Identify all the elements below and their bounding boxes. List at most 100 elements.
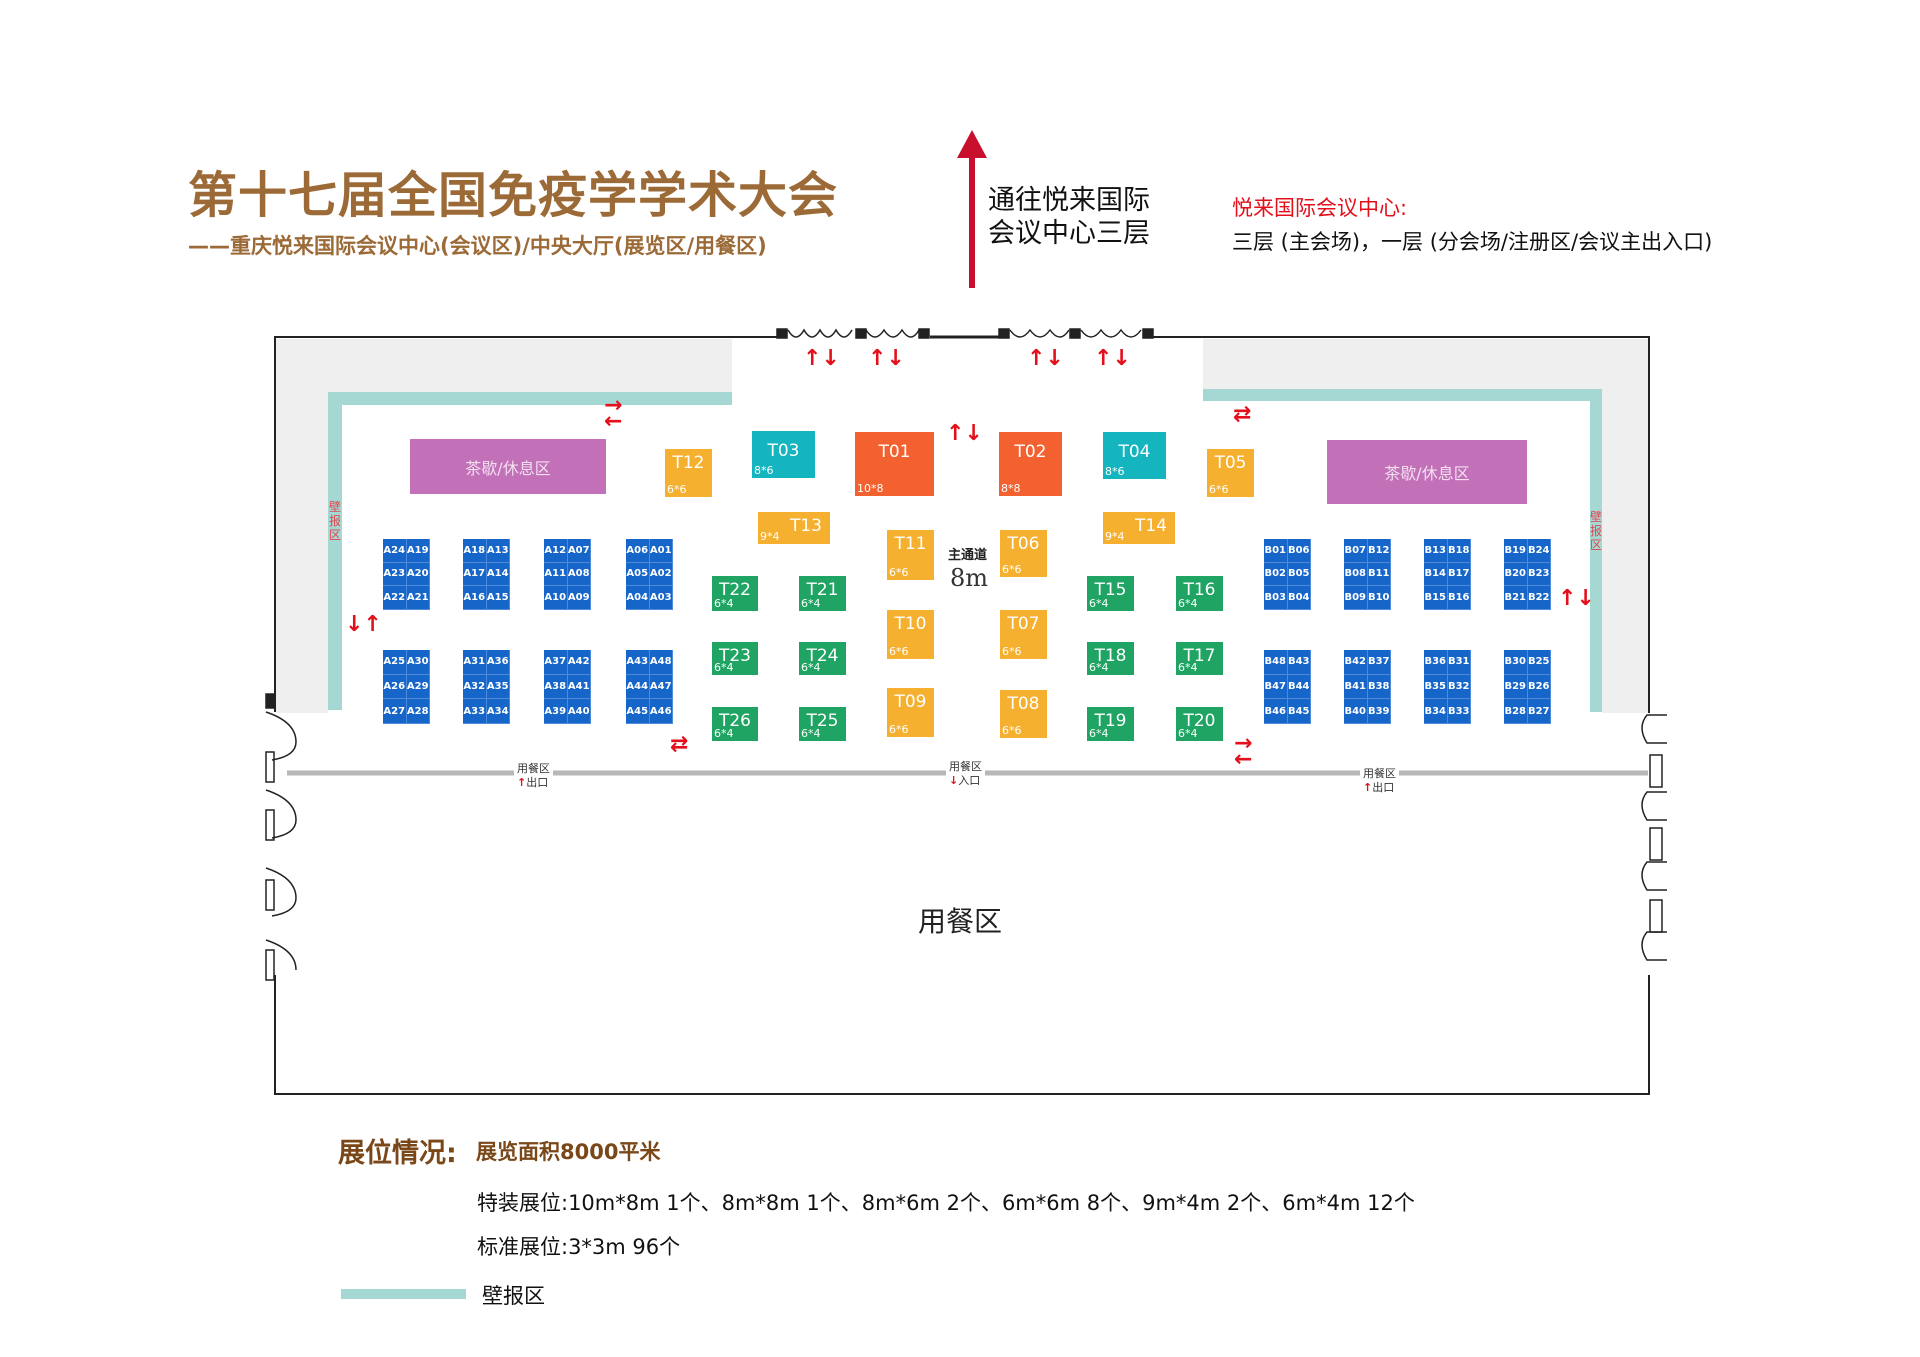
summary-area: 展览面积8000平米 bbox=[476, 1140, 661, 1164]
standard-booth: A38 bbox=[544, 674, 568, 700]
booth-id: T16 bbox=[1183, 580, 1216, 600]
standard-booth: A18 bbox=[463, 539, 487, 563]
standard-booth: A42 bbox=[567, 650, 591, 675]
standard-booth: B46 bbox=[1264, 699, 1288, 724]
page-subtitle: ——重庆悦来国际会议中心(会议区)/中央大厅(展览区/用餐区) bbox=[188, 234, 767, 258]
poster-wall-right-top bbox=[1203, 389, 1602, 401]
standard-booth: B02 bbox=[1264, 562, 1288, 587]
booth-id: T19 bbox=[1094, 711, 1127, 731]
poster-wall-note-left: 壁报区 bbox=[328, 500, 341, 542]
dining-entrance-text: 入口 bbox=[958, 774, 981, 787]
standard-booth: B27 bbox=[1527, 699, 1551, 724]
standard-booth: B28 bbox=[1504, 699, 1528, 724]
standard-booth: B42 bbox=[1344, 650, 1368, 675]
standard-booth: B34 bbox=[1424, 699, 1448, 724]
booth-size: 6*6 bbox=[889, 645, 909, 658]
standard-booth: B17 bbox=[1447, 562, 1471, 587]
standard-booth: A43 bbox=[626, 650, 650, 675]
standard-booth: A01 bbox=[649, 539, 673, 563]
up-arrow-icon bbox=[957, 130, 987, 288]
standard-booth: A28 bbox=[406, 699, 430, 724]
booth-id: T23 bbox=[718, 646, 752, 666]
lounge-left: 茶歇/休息区 bbox=[410, 439, 606, 494]
standard-booth: A13 bbox=[486, 539, 510, 563]
standard-booth: A39 bbox=[544, 699, 568, 724]
standard-booth: A45 bbox=[626, 699, 650, 724]
booth-size: 6*4 bbox=[801, 597, 821, 610]
standard-booth: B04 bbox=[1287, 586, 1311, 610]
booth-size: 8*6 bbox=[754, 464, 774, 477]
booth-size: 6*6 bbox=[1002, 724, 1022, 737]
standard-booth: A41 bbox=[567, 674, 591, 700]
standard-booth: B29 bbox=[1504, 674, 1528, 700]
booth-size: 6*4 bbox=[1089, 727, 1109, 740]
standard-booth: A16 bbox=[463, 586, 487, 610]
booth-size: 8*8 bbox=[1001, 482, 1021, 495]
booth-size: 9*4 bbox=[760, 530, 780, 543]
standard-booth: B21 bbox=[1504, 586, 1528, 610]
upstairs-line-2: 会议中心三层 bbox=[988, 218, 1150, 249]
standard-booth: B40 bbox=[1344, 699, 1368, 724]
two-way-arrow-icon: ⇄ bbox=[670, 732, 689, 757]
standard-booth: A34 bbox=[486, 699, 510, 724]
standard-booth: A44 bbox=[626, 674, 650, 700]
standard-booth: A17 bbox=[463, 562, 487, 587]
dining-exit-right: 用餐区 ↑出口 bbox=[1360, 767, 1399, 795]
standard-booth: A47 bbox=[649, 674, 673, 700]
down-up-arrow-icon: ↓↑ bbox=[345, 612, 382, 637]
booth-size: 9*4 bbox=[1105, 530, 1125, 543]
standard-booth: A32 bbox=[463, 674, 487, 700]
standard-booth: B12 bbox=[1367, 539, 1391, 563]
booth-id: T20 bbox=[1183, 711, 1216, 731]
dining-exit-right-title: 用餐区 bbox=[1363, 767, 1396, 780]
up-down-arrow-icon: ↑↓ bbox=[803, 346, 840, 371]
main-aisle-label: 主通道 bbox=[948, 548, 988, 563]
booth-size: 6*4 bbox=[714, 597, 734, 610]
standard-booth: B32 bbox=[1447, 674, 1471, 700]
standard-booth: B33 bbox=[1447, 699, 1471, 724]
standard-booth: A15 bbox=[486, 586, 510, 610]
upstairs-line-1: 通往悦来国际 bbox=[988, 185, 1150, 216]
booth-id: T03 bbox=[767, 441, 800, 461]
booth-size: 6*4 bbox=[801, 727, 821, 740]
standard-booth: A14 bbox=[486, 562, 510, 587]
standard-booth: A10 bbox=[544, 586, 568, 610]
summary-heading: 展位情况: bbox=[338, 1138, 457, 1169]
dining-area-label: 用餐区 bbox=[918, 905, 1003, 938]
standard-booth: B18 bbox=[1447, 539, 1471, 563]
booth-id: T24 bbox=[806, 646, 839, 666]
page-title: 第十七届全国免疫学学术大会 bbox=[188, 167, 839, 224]
standard-booth: B19 bbox=[1504, 539, 1528, 563]
booth-id: T22 bbox=[718, 580, 752, 600]
booth-id: T06 bbox=[1007, 534, 1040, 554]
standard-booth: A05 bbox=[626, 562, 650, 587]
standard-booth: B09 bbox=[1344, 586, 1368, 610]
legend-poster-label: 壁报区 bbox=[482, 1284, 545, 1308]
standard-booth: A11 bbox=[544, 562, 568, 587]
booth-size: 8*6 bbox=[1105, 465, 1125, 478]
standard-booth: A20 bbox=[406, 562, 430, 587]
up-down-arrow-icon: ↑↓ bbox=[1558, 586, 1595, 611]
standard-booth: A12 bbox=[544, 539, 568, 563]
standard-booth: A30 bbox=[406, 650, 430, 675]
down-arrow-icon: ↓ bbox=[949, 774, 959, 787]
